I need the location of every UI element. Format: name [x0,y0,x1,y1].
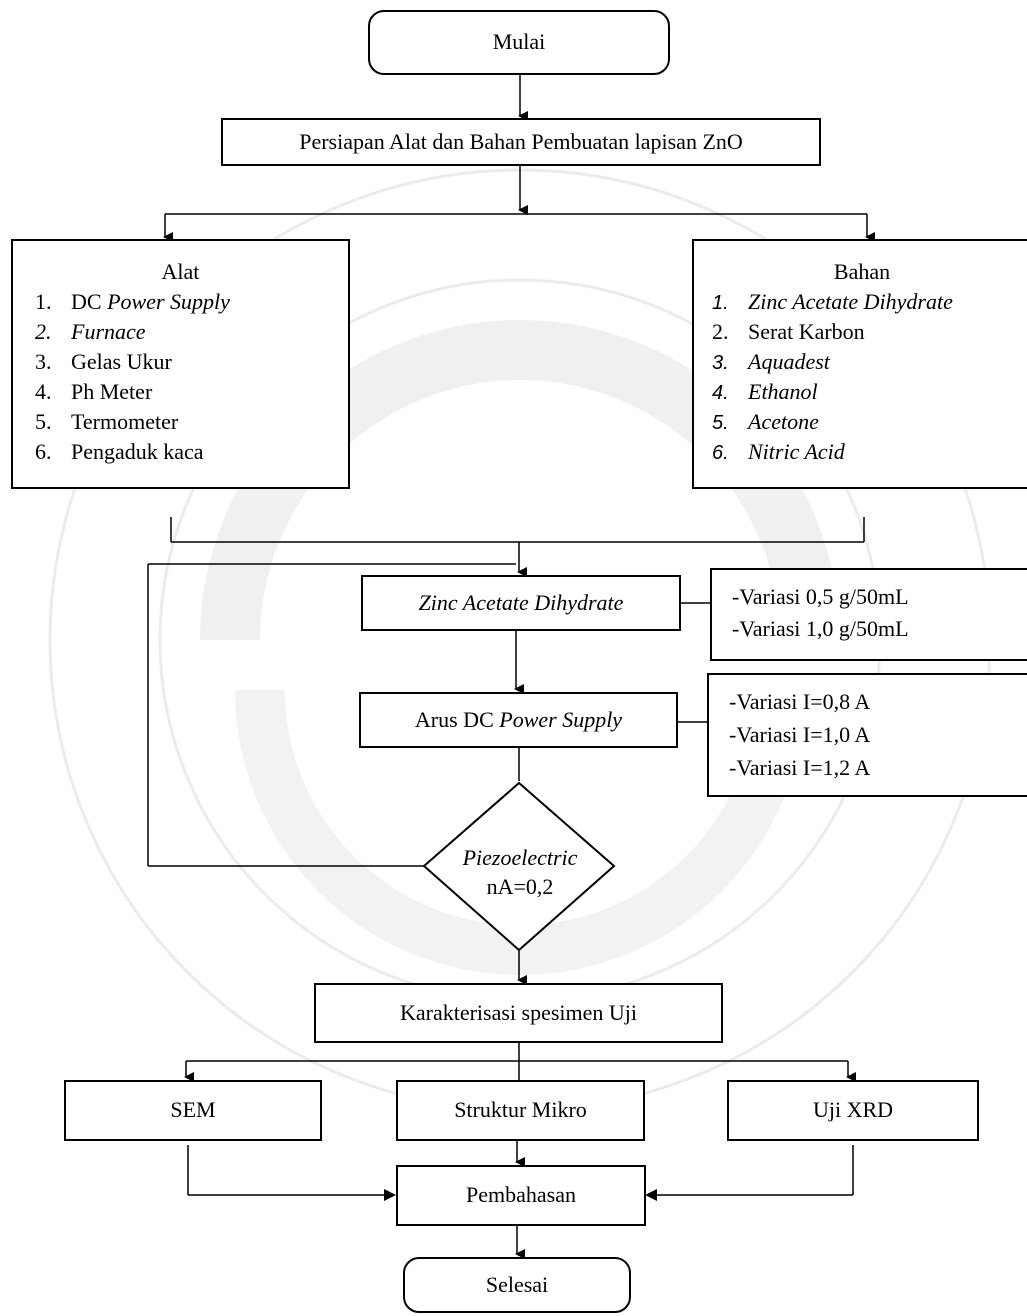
bahan-item-4: 4. Ethanol [712,379,818,405]
decision-label: Piezoelectric nA=0,2 [440,844,600,901]
bahan-item-num: 6. [712,442,729,464]
alat-item-num: 3. [35,349,52,374]
bahan-item-text: Acetone [748,409,819,434]
alat-item-num: 4. [35,379,52,404]
alat-item-4: 4. Ph Meter [35,379,152,405]
xrd-box: Uji XRD [727,1080,979,1141]
alat-item-num: 6. [35,439,52,464]
bahan-item-num: 2. [712,319,729,344]
variasi-arus-item: -Variasi I=0,8 A [729,689,871,714]
bahan-item-5: 5. Acetone [712,409,819,435]
end-label: Selesai [485,1271,549,1297]
bahan-item-num: 4. [712,382,729,404]
sem-box: SEM [64,1080,322,1141]
alat-item-num: 5. [35,409,52,434]
bahan-title: Bahan [833,259,891,284]
decision-label-line2: nA=0,2 [486,873,554,899]
start-terminator: Mulai [368,10,670,75]
zinc-label: Zinc Acetate Dihydrate [418,589,624,615]
end-terminator: Selesai [403,1257,631,1313]
alat-item-italic: Power Supply [107,289,230,314]
bahan-item-text: Ethanol [748,379,818,404]
bahan-item-3: 3. Aquadest [712,349,830,375]
variasi-zinc-item: -Variasi 1,0 g/50mL [732,616,909,641]
struktur-label: Struktur Mikro [454,1097,587,1123]
variasi-arus-item: -Variasi I=1,0 A [729,722,871,747]
variasi-zinc-box: -Variasi 0,5 g/50mL -Variasi 1,0 g/50mL [710,568,1027,661]
alat-item-3: 3. Gelas Ukur [35,349,172,375]
pembahasan-box: Pembahasan [396,1165,646,1226]
alat-item-num: 2. [35,319,52,344]
alat-item-1: 1. DC Power Supply [35,289,230,315]
prep-box: Persiapan Alat dan Bahan Pembuatan lapis… [221,118,821,166]
bahan-item-text: Nitric Acid [748,439,845,464]
bahan-box: Bahan 1. Zinc Acetate Dihydrate 2. Serat K… [692,239,1027,489]
alat-title: Alat [161,259,200,284]
karakterisasi-box: Karakterisasi spesimen Uji [314,983,723,1043]
alat-item-text: DC [71,289,108,314]
alat-item-text: Gelas Ukur [71,349,172,374]
alat-item-italic: Furnace [71,319,146,344]
bahan-item-text: Aquadest [748,349,830,374]
sem-label: SEM [170,1097,216,1123]
struktur-box: Struktur Mikro [396,1080,645,1141]
arus-label-prefix: Arus DC [414,706,500,732]
alat-item-text: Pengaduk kaca [71,439,204,464]
variasi-arus-box: -Variasi I=0,8 A -Variasi I=1,0 A -Varia… [707,673,1027,797]
variasi-zinc-item: -Variasi 0,5 g/50mL [732,584,909,609]
alat-item-text: Termometer [71,409,179,434]
alat-item-2: 2. Furnace [35,319,146,345]
alat-item-5: 5. Termometer [35,409,178,435]
pembahasan-label: Pembahasan [466,1182,576,1208]
bahan-item-num: 5. [712,412,729,434]
bahan-item-text: Zinc Acetate Dihydrate [748,289,953,314]
bahan-item-text: Serat Karbon [748,319,865,344]
xrd-label: Uji XRD [812,1097,894,1123]
zinc-box: Zinc Acetate Dihydrate [361,575,681,631]
bahan-item-6: 6. Nitric Acid [712,439,845,465]
arus-box: Arus DC Power Supply [359,692,678,748]
bahan-item-2: 2. Serat Karbon [712,319,865,345]
bahan-item-num: 3. [712,352,729,374]
prep-label: Persiapan Alat dan Bahan Pembuatan lapis… [299,128,743,154]
variasi-arus-item: -Variasi I=1,2 A [729,755,871,780]
karakterisasi-label: Karakterisasi spesimen Uji [399,999,638,1025]
arus-label-italic: Power Supply [499,706,623,732]
decision-label-line1: Piezoelectric [462,845,578,870]
alat-item-num: 1. [35,289,52,314]
bahan-item-num: 1. [712,292,729,314]
alat-box: Alat 1. DC Power Supply 2. Furnace 3. Gelas… [11,239,350,489]
alat-item-6: 6. Pengaduk kaca [35,439,204,465]
start-label: Mulai [492,29,546,55]
alat-item-text: Ph Meter [71,379,153,404]
decision-diamond [422,781,616,952]
bahan-item-1: 1. Zinc Acetate Dihydrate [712,289,953,315]
